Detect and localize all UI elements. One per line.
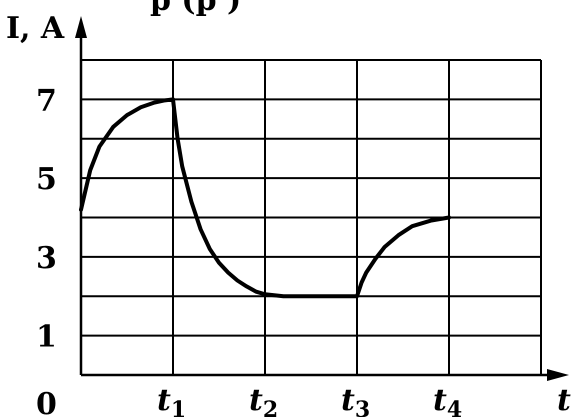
x-tick-subscript: 3 — [355, 397, 370, 417]
y-tick-label: 7 — [36, 83, 57, 118]
x-tick-label: t3 — [341, 383, 370, 417]
grid — [81, 59, 542, 375]
y-tick-label: 5 — [36, 162, 57, 197]
cropped-header-text: р (р ) — [150, 0, 241, 18]
curve-layer — [79, 97, 451, 299]
x-tick-subscript: 4 — [447, 397, 462, 417]
origin-label: 0 — [36, 387, 57, 417]
y-tick-label: 3 — [36, 241, 57, 276]
y-axis-label-text: I, A — [6, 11, 65, 46]
y-tick-label: 1 — [36, 320, 57, 355]
current-curve — [79, 97, 451, 299]
x-tick-label: t1 — [157, 383, 186, 417]
x-axis-label-text: t — [557, 383, 571, 417]
y-axis-label: I, A — [6, 11, 65, 46]
labels: I, A t 0 1 3 5 7 t1 t2 t3 t4 — [6, 11, 571, 417]
x-tick-subscript: 2 — [263, 397, 278, 417]
x-tick-label: t4 — [433, 383, 462, 417]
y-axis-arrow — [75, 16, 87, 38]
x-tick-label: t2 — [249, 383, 278, 417]
x-axis-arrow — [547, 369, 569, 381]
axes — [75, 16, 569, 381]
x-tick-subscript: 1 — [171, 397, 186, 417]
x-axis-label: t — [557, 383, 571, 417]
